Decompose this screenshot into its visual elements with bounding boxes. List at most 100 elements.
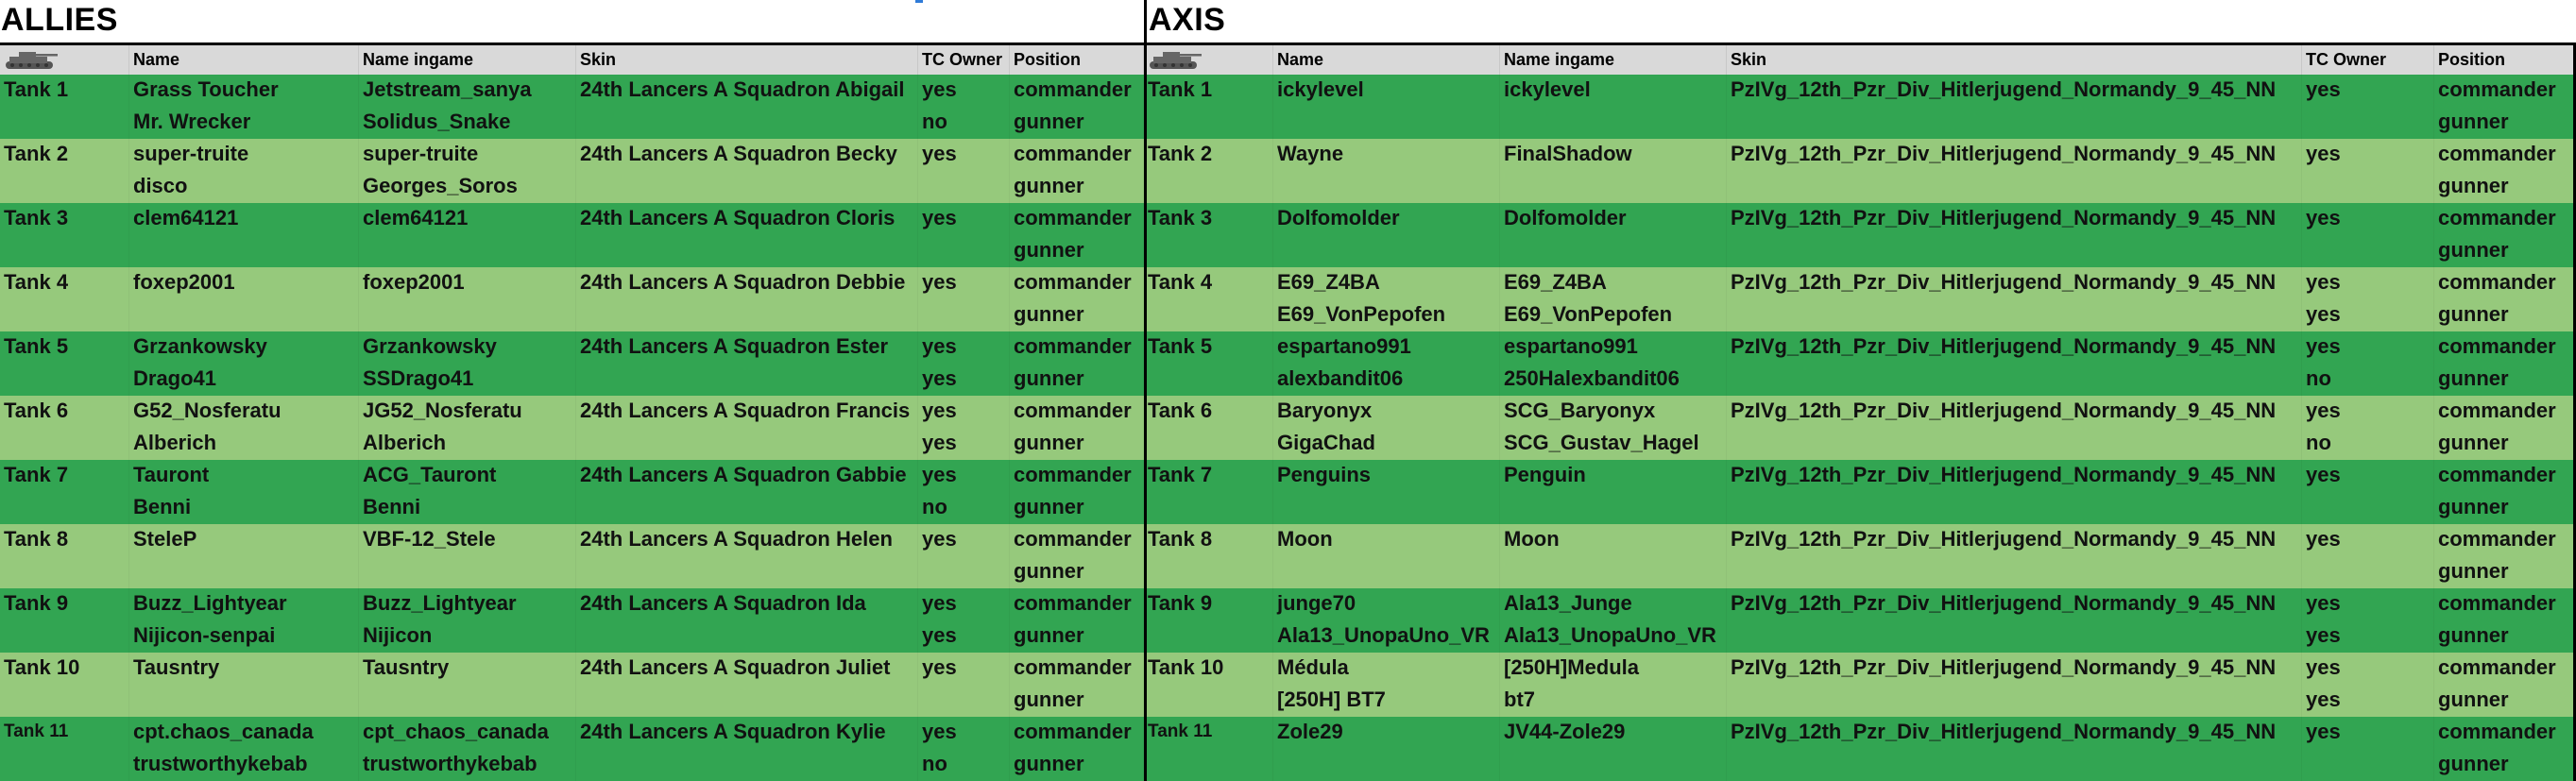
cell-tc-owner[interactable]: no [918, 107, 1010, 139]
cell-name[interactable]: Alberich [129, 428, 359, 460]
cell-position[interactable]: commander [1010, 396, 1144, 428]
cell-name[interactable]: ickylevel [1273, 75, 1500, 107]
cell-tank[interactable]: Tank 1 [0, 75, 129, 107]
cell-ingame[interactable]: [250H]Medula [1500, 653, 1727, 685]
cell-tank[interactable]: Tank 10 [0, 653, 129, 685]
cell-skin[interactable]: PzIVg_12th_Pzr_Div_Hitlerjugend_Normandy… [1727, 588, 2302, 620]
cell-tc-owner[interactable]: yes [2302, 203, 2434, 235]
cell-tc-owner[interactable]: yes [2302, 139, 2434, 171]
cell-name[interactable]: E69_Z4BA [1273, 267, 1500, 299]
cell-ingame[interactable] [1500, 171, 1727, 203]
header-name[interactable]: Name [1273, 45, 1500, 75]
cell-position[interactable]: commander [2434, 653, 2576, 685]
cell-skin[interactable]: 24th Lancers A Squadron Cloris [576, 203, 918, 235]
cell-position[interactable]: gunner [2434, 492, 2576, 524]
cell-position[interactable]: commander [2434, 75, 2576, 107]
cell-name[interactable]: Tausntry [129, 653, 359, 685]
cell-name[interactable]: super-truite [129, 139, 359, 171]
cell-tc-owner[interactable]: no [918, 492, 1010, 524]
cell-tc-owner[interactable]: yes [918, 653, 1010, 685]
cell-tc-owner[interactable]: yes [2302, 588, 2434, 620]
cell-skin[interactable]: PzIVg_12th_Pzr_Div_Hitlerjugend_Normandy… [1727, 203, 2302, 235]
header-tc-owner[interactable]: TC Owner [918, 45, 1010, 75]
cell-ingame[interactable]: Moon [1500, 524, 1727, 556]
cell-name[interactable] [1273, 107, 1500, 139]
cell-tank[interactable]: Tank 1 [1144, 75, 1273, 107]
cell-name[interactable]: Drago41 [129, 364, 359, 396]
cell-tc-owner[interactable]: yes [2302, 75, 2434, 107]
cell-position[interactable]: commander [1010, 75, 1144, 107]
cell-ingame[interactable]: JV44-Zole29 [1500, 717, 1727, 749]
cell-skin[interactable]: PzIVg_12th_Pzr_Div_Hitlerjugend_Normandy… [1727, 267, 2302, 299]
cell-name[interactable]: Zole29 [1273, 717, 1500, 749]
cell-position[interactable]: gunner [2434, 235, 2576, 267]
cell-skin[interactable]: 24th Lancers A Squadron Juliet [576, 653, 918, 685]
cell-skin[interactable] [1727, 107, 2302, 139]
header-skin[interactable]: Skin [576, 45, 918, 75]
cell-skin[interactable]: 24th Lancers A Squadron Debbie [576, 267, 918, 299]
cell-skin[interactable]: PzIVg_12th_Pzr_Div_Hitlerjugend_Normandy… [1727, 653, 2302, 685]
cell-skin[interactable] [576, 235, 918, 267]
header-position[interactable]: Position [2434, 45, 2576, 75]
cell-name[interactable] [129, 685, 359, 717]
cell-skin[interactable]: PzIVg_12th_Pzr_Div_Hitlerjugend_Normandy… [1727, 139, 2302, 171]
cell-ingame[interactable]: ACG_Tauront [359, 460, 576, 492]
cell-skin[interactable] [576, 171, 918, 203]
cell-tc-owner[interactable]: yes [918, 75, 1010, 107]
cell-tank[interactable]: Tank 3 [1144, 203, 1273, 235]
cell-position[interactable]: gunner [2434, 685, 2576, 717]
cell-position[interactable]: gunner [1010, 620, 1144, 653]
cell-skin[interactable] [576, 685, 918, 717]
cell-tc-owner[interactable]: yes [2302, 299, 2434, 331]
cell-name[interactable]: Buzz_Lightyear [129, 588, 359, 620]
cell-tank[interactable] [0, 749, 129, 781]
cell-tank[interactable] [1144, 364, 1273, 396]
cell-tc-owner[interactable] [918, 171, 1010, 203]
cell-position[interactable]: gunner [1010, 685, 1144, 717]
header-ingame[interactable]: Name ingame [1500, 45, 1727, 75]
cell-ingame[interactable]: JG52_Nosferatu [359, 396, 576, 428]
cell-position[interactable]: commander [1010, 588, 1144, 620]
cell-name[interactable]: GigaChad [1273, 428, 1500, 460]
cell-position[interactable]: commander [1010, 653, 1144, 685]
cell-name[interactable]: foxep2001 [129, 267, 359, 299]
cell-tank[interactable]: Tank 6 [0, 396, 129, 428]
cell-tank[interactable]: Tank 3 [0, 203, 129, 235]
cell-tc-owner[interactable]: yes [918, 524, 1010, 556]
cell-name[interactable]: Mr. Wrecker [129, 107, 359, 139]
cell-position[interactable]: commander [2434, 203, 2576, 235]
cell-tc-owner[interactable]: yes [918, 364, 1010, 396]
cell-tank[interactable] [0, 685, 129, 717]
cell-ingame[interactable] [1500, 556, 1727, 588]
cell-position[interactable]: gunner [2434, 428, 2576, 460]
cell-position[interactable]: gunner [1010, 171, 1144, 203]
cell-name[interactable]: Ala13_UnopaUno_VR [1273, 620, 1500, 653]
cell-tc-owner[interactable]: yes [2302, 460, 2434, 492]
header-position[interactable]: Position [1010, 45, 1144, 75]
cell-skin[interactable]: 24th Lancers A Squadron Francis [576, 396, 918, 428]
cell-tank[interactable] [1144, 749, 1273, 781]
cell-position[interactable]: commander [2434, 267, 2576, 299]
cell-tc-owner[interactable]: yes [2302, 620, 2434, 653]
cell-skin[interactable]: PzIVg_12th_Pzr_Div_Hitlerjugend_Normandy… [1727, 717, 2302, 749]
cell-ingame[interactable]: Ala13_UnopaUno_VR [1500, 620, 1727, 653]
cell-tank[interactable]: Tank 8 [0, 524, 129, 556]
cell-ingame[interactable]: SCG_Gustav_Hagel [1500, 428, 1727, 460]
cell-ingame[interactable]: 250Halexbandit06 [1500, 364, 1727, 396]
cell-name[interactable]: G52_Nosferatu [129, 396, 359, 428]
cell-tank[interactable]: Tank 7 [1144, 460, 1273, 492]
cell-skin[interactable] [1727, 749, 2302, 781]
cell-name[interactable]: clem64121 [129, 203, 359, 235]
cell-name[interactable] [1273, 556, 1500, 588]
cell-position[interactable]: gunner [2434, 749, 2576, 781]
cell-tc-owner[interactable]: yes [918, 203, 1010, 235]
cell-position[interactable]: gunner [2434, 107, 2576, 139]
cell-ingame[interactable]: Buzz_Lightyear [359, 588, 576, 620]
cell-tc-owner[interactable]: yes [918, 460, 1010, 492]
cell-tc-owner[interactable] [2302, 749, 2434, 781]
cell-tank[interactable] [0, 364, 129, 396]
cell-tank[interactable] [1144, 556, 1273, 588]
cell-position[interactable]: commander [1010, 203, 1144, 235]
cell-position[interactable]: commander [1010, 267, 1144, 299]
cell-position[interactable]: commander [1010, 139, 1144, 171]
